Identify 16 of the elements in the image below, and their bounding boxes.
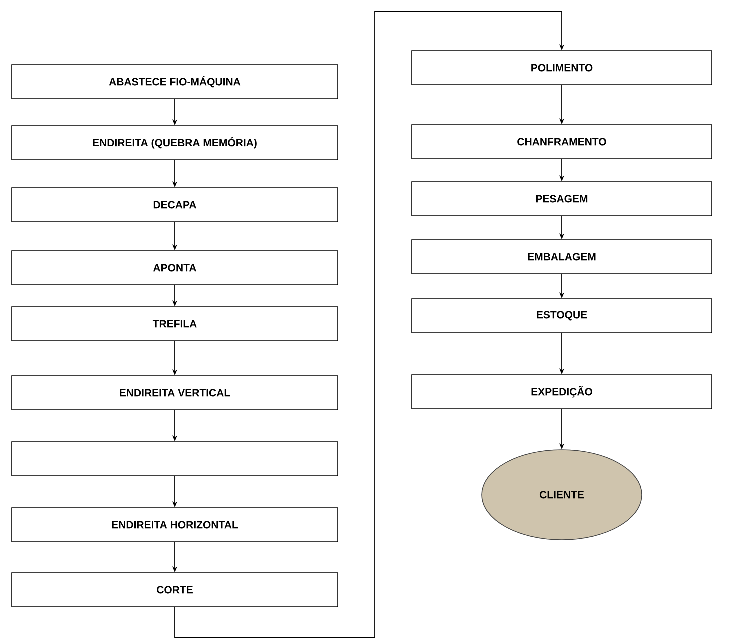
process-box: ENDIREITA (QUEBRA MEMÓRIA) bbox=[12, 126, 338, 160]
process-box: CHANFRAMENTO bbox=[412, 124, 712, 160]
process-box: POLIMENTO bbox=[412, 50, 712, 86]
process-box bbox=[12, 442, 338, 476]
process-box: TREFILA bbox=[12, 306, 338, 342]
process-box: ENDIREITA VERTICAL bbox=[12, 376, 338, 410]
process-box: CORTE bbox=[12, 572, 338, 608]
process-box: EMBALAGEM bbox=[412, 240, 712, 274]
process-box: ESTOQUE bbox=[412, 298, 712, 334]
process-box: ABASTECE FIO-MÁQUINA bbox=[12, 64, 338, 100]
process-box: DECAPA bbox=[12, 188, 338, 222]
arrow bbox=[174, 12, 565, 638]
process-box: EXPEDIÇÃO bbox=[412, 374, 712, 410]
process-box: PESAGEM bbox=[412, 182, 712, 216]
process-box: ENDIREITA HORIZONTAL bbox=[12, 508, 338, 542]
process-box: APONTA bbox=[12, 250, 338, 286]
